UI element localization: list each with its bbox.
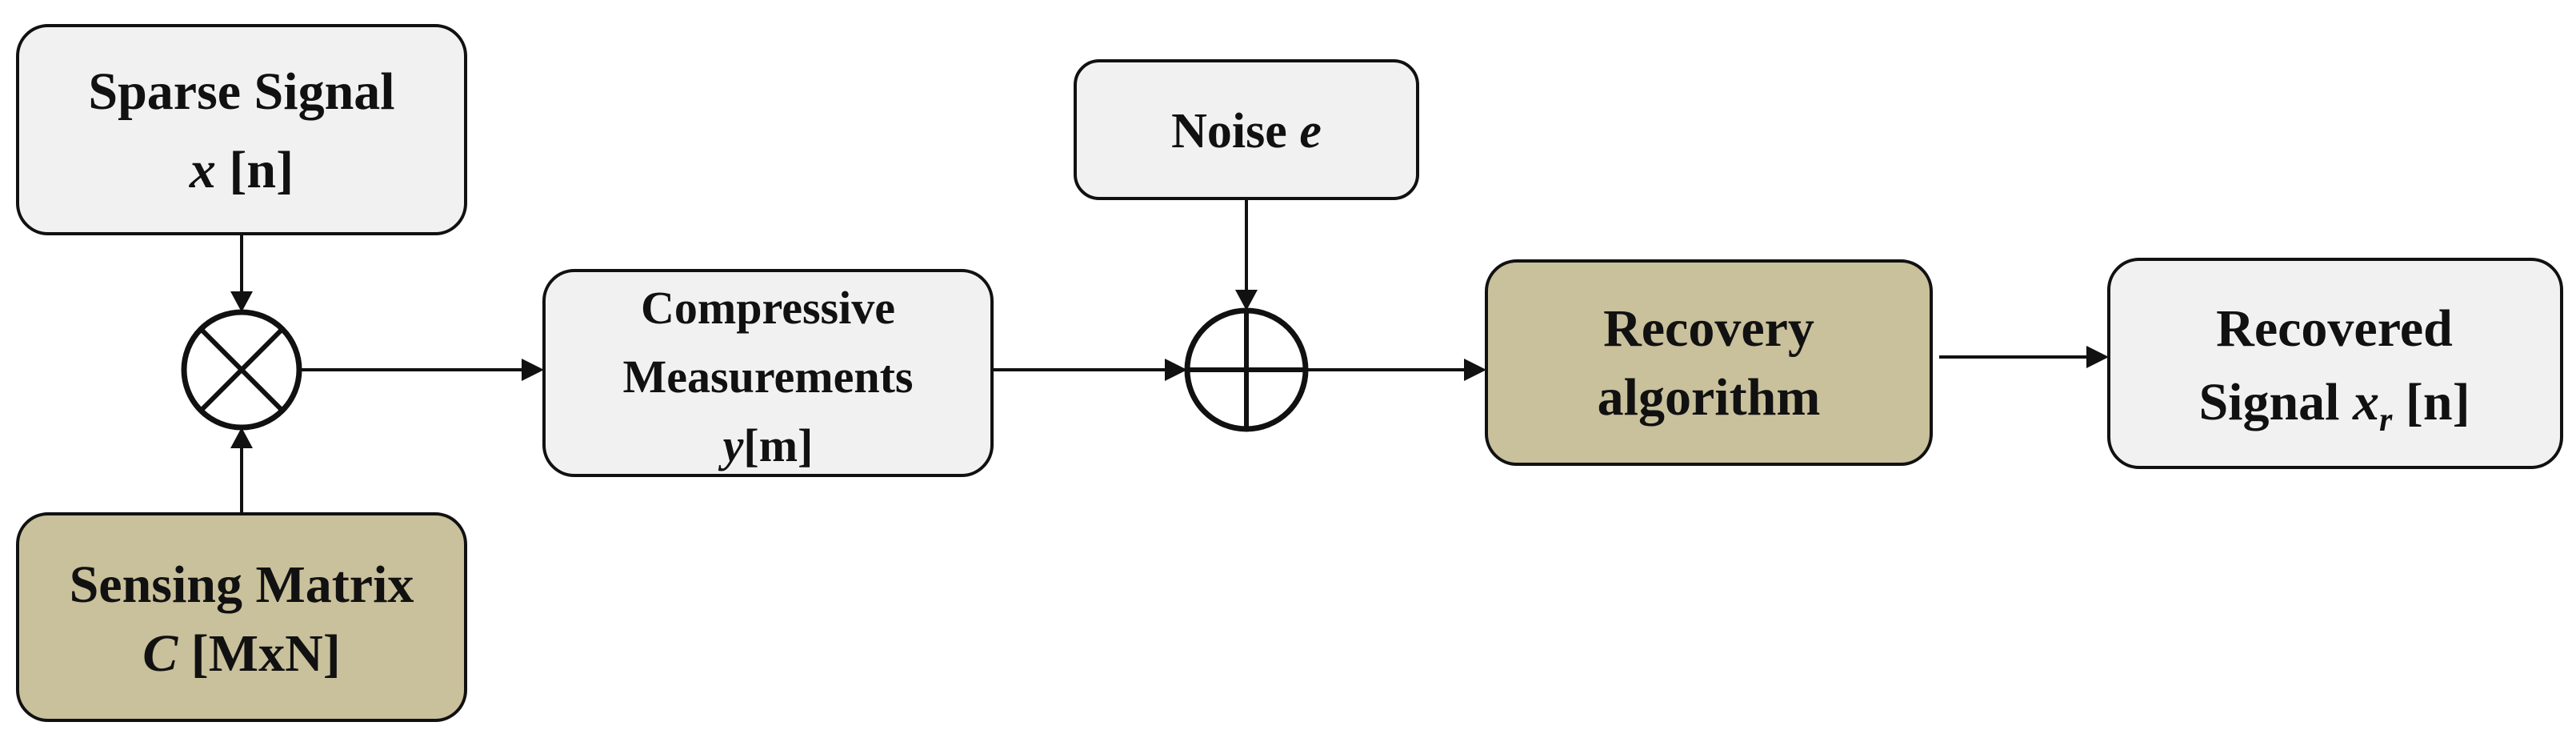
noise-label: Noise [1171,104,1299,158]
arrow-add-to-recovery [1306,359,1486,381]
arrow-multiply-to-compressive [299,359,544,381]
recovered-subscript: r [2379,402,2393,439]
sparse-signal-label: Sparse Signal [88,62,394,121]
compressive-label: Compressive [641,282,895,334]
svg-text:algorithm: algorithm [1598,368,1821,427]
algorithm-label: algorithm [1598,368,1821,427]
svg-text:Sensing Matrix: Sensing Matrix [70,556,414,614]
noise-block: Noise e [1074,59,1419,200]
svg-text:Noise e: Noise e [1171,104,1322,158]
sensing-matrix-symbol: C [142,624,178,683]
recovered-signal-block: Recovered Signal xr [n] [2107,258,2563,469]
multiply-icon [181,309,302,431]
sensing-matrix-dims: [MxN] [178,624,340,683]
recovery-algorithm-block: Recovery algorithm [1485,259,1933,466]
arrow-sparse-to-multiply [230,234,253,312]
svg-text:y[m]: y[m] [718,419,814,471]
svg-text:Recovery: Recovery [1603,299,1814,358]
compressive-measurements-block: Compressive Measurements y[m] [542,269,994,477]
sparse-signal-index: [n] [216,141,294,199]
recovered-prefix: Signal [2198,373,2353,431]
noise-symbol: e [1299,104,1322,158]
svg-text:Compressive: Compressive [641,282,895,334]
measurements-index: [m] [743,419,813,471]
svg-text:Signal xr [n]: Signal xr [n] [2198,373,2470,439]
svg-text:C [MxN]: C [MxN] [142,624,340,683]
add-icon [1184,307,1309,432]
recovered-symbol: x [2352,373,2379,431]
arrow-recovery-to-recovered [1939,346,2109,368]
arrow-noise-to-add [1235,199,1258,311]
recovery-label: Recovery [1603,299,1814,358]
svg-text:Sparse Signal: Sparse Signal [88,62,394,121]
recovered-label: Recovered [2216,299,2453,358]
recovered-index: [n] [2392,373,2470,431]
svg-text:Measurements: Measurements [623,351,914,403]
arrow-compressive-to-add [992,359,1187,381]
measurements-label: Measurements [623,351,914,403]
svg-text:x [n]: x [n] [189,141,294,199]
sensing-matrix-block: Sensing Matrix C [MxN] [16,512,467,722]
arrow-sensing-to-multiply [230,427,253,514]
measurements-symbol: y [718,419,744,471]
sensing-matrix-label: Sensing Matrix [70,556,414,614]
sparse-signal-block: Sparse Signal x [n] [16,24,467,235]
sparse-signal-symbol: x [189,141,216,199]
svg-text:Recovered: Recovered [2216,299,2453,358]
